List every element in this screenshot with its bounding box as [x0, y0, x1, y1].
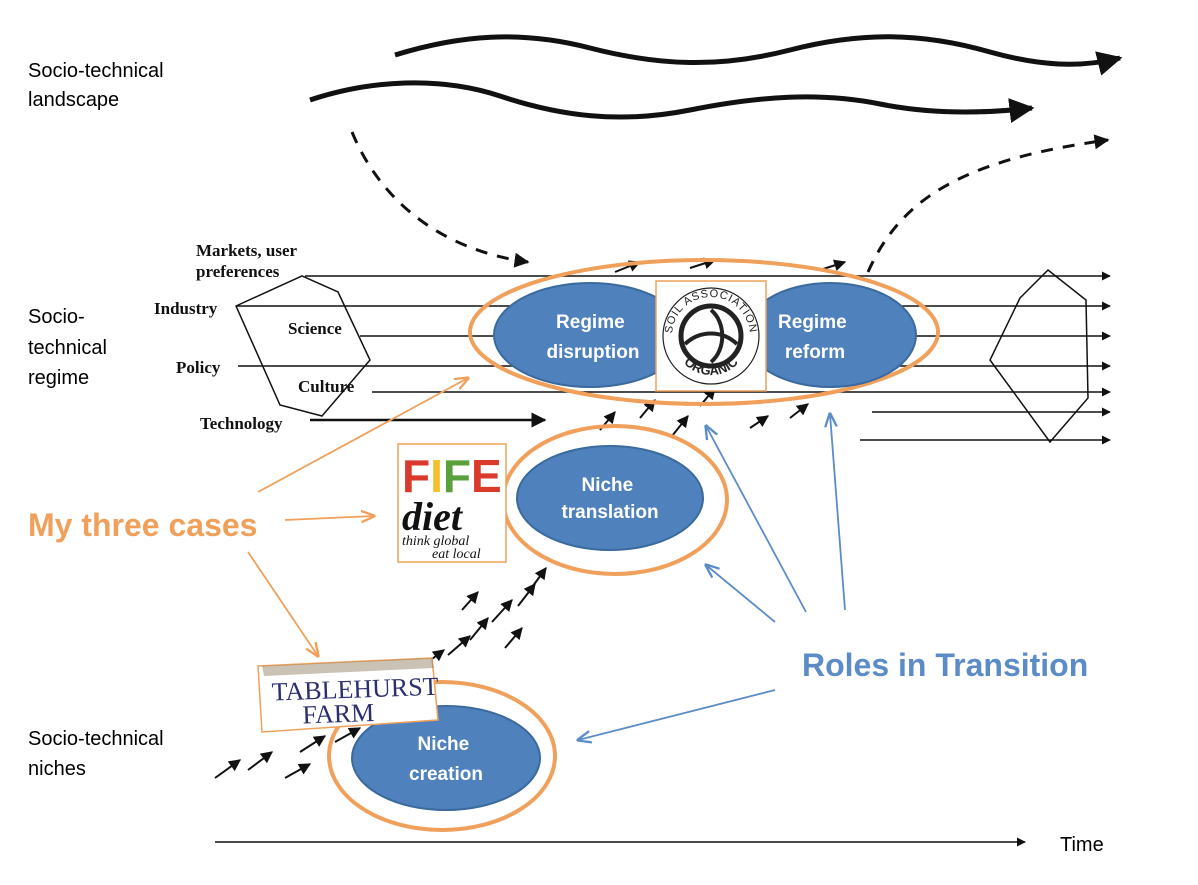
role-niche-creation: Niche creation: [351, 705, 541, 811]
role-regime-disruption-text: Regime disruption: [547, 312, 640, 363]
landscape-label-line1: Socio-technical: [28, 60, 164, 82]
dimension-markets: Markets, user preferences: [196, 241, 301, 281]
role-niche-translation-text: Niche translation: [561, 475, 658, 523]
dimension-industry: Industry: [154, 299, 218, 318]
cases-arrow-to-fife: [284, 516, 374, 520]
regime-hexagon-right: [989, 268, 1089, 444]
role-regime-reform-text: Regime reform: [778, 312, 852, 363]
landscape-arrows: [309, 34, 1123, 273]
regime-label: Socio- technical regime: [28, 306, 113, 389]
dimension-culture: Culture: [298, 377, 355, 396]
fife-diet-title: FIFE: [402, 450, 502, 502]
dimension-policy: Policy: [176, 358, 221, 377]
regime-dimensions: Markets, user preferences Industry Scien…: [154, 241, 355, 433]
time-label: Time: [1060, 834, 1104, 856]
fife-diet-logo: FIFE diet think global eat local: [397, 443, 507, 563]
role-regime-disruption: Regime disruption: [493, 282, 687, 388]
roles-arrow-to-niche-translation: [706, 565, 776, 623]
niche-arrow-swarm: [214, 257, 847, 779]
niches-label-line1: Socio-technical: [28, 728, 164, 750]
landscape-label-line2: landscape: [28, 89, 119, 111]
roles-arrow-to-regime-disruption: [706, 426, 807, 613]
regime-hexagon-left: [235, 275, 371, 417]
ring-niche-creation: [327, 680, 557, 832]
ring-regime: [468, 258, 940, 406]
dimension-markets-line1: Markets, user: [196, 241, 297, 260]
cases-arrows: [247, 378, 468, 656]
regime-label-line1: Socio-: [28, 306, 85, 328]
cases-arrow-to-tablehurst: [247, 551, 318, 656]
landscape-dashed-down: [350, 131, 530, 268]
soil-association-logo: SOIL ASSOCIATION ORGANIC: [655, 280, 767, 392]
dimension-markets-line2: preferences: [196, 262, 280, 281]
landscape-wave-bottom: [309, 80, 1035, 123]
landscape-wave-top: [394, 34, 1123, 76]
niches-label: Socio-technical niches: [28, 728, 169, 780]
landscape-label: Socio-technical landscape: [28, 60, 169, 111]
cases-arrow-to-regime: [257, 378, 468, 493]
fife-diet-line1: think global: [402, 534, 469, 549]
regime-label-line3: regime: [28, 367, 89, 389]
role-regime-reform: Regime reform: [743, 282, 917, 388]
fife-diet-subtitle: diet: [402, 494, 464, 539]
niches-label-line2: niches: [28, 758, 86, 780]
regime-label-line2: technical: [28, 337, 107, 359]
dimension-science: Science: [288, 319, 342, 338]
roles-label: Roles in Transition: [802, 647, 1088, 683]
roles-arrows: [578, 414, 846, 740]
roles-arrow-to-regime-reform: [830, 414, 846, 611]
tablehurst-text: TABLEHURST FARM: [271, 672, 446, 731]
cases-label: My three cases: [28, 507, 257, 543]
fife-diet-line2: eat local: [432, 547, 481, 562]
tablehurst-farm-logo: TABLEHURST FARM: [257, 657, 446, 733]
role-niche-translation: Niche translation: [516, 445, 704, 551]
dimension-technology: Technology: [200, 414, 283, 433]
role-niche-creation-text: Niche creation: [409, 734, 483, 785]
landscape-dashed-up: [866, 134, 1110, 273]
roles-arrow-to-niche-creation: [578, 689, 776, 740]
